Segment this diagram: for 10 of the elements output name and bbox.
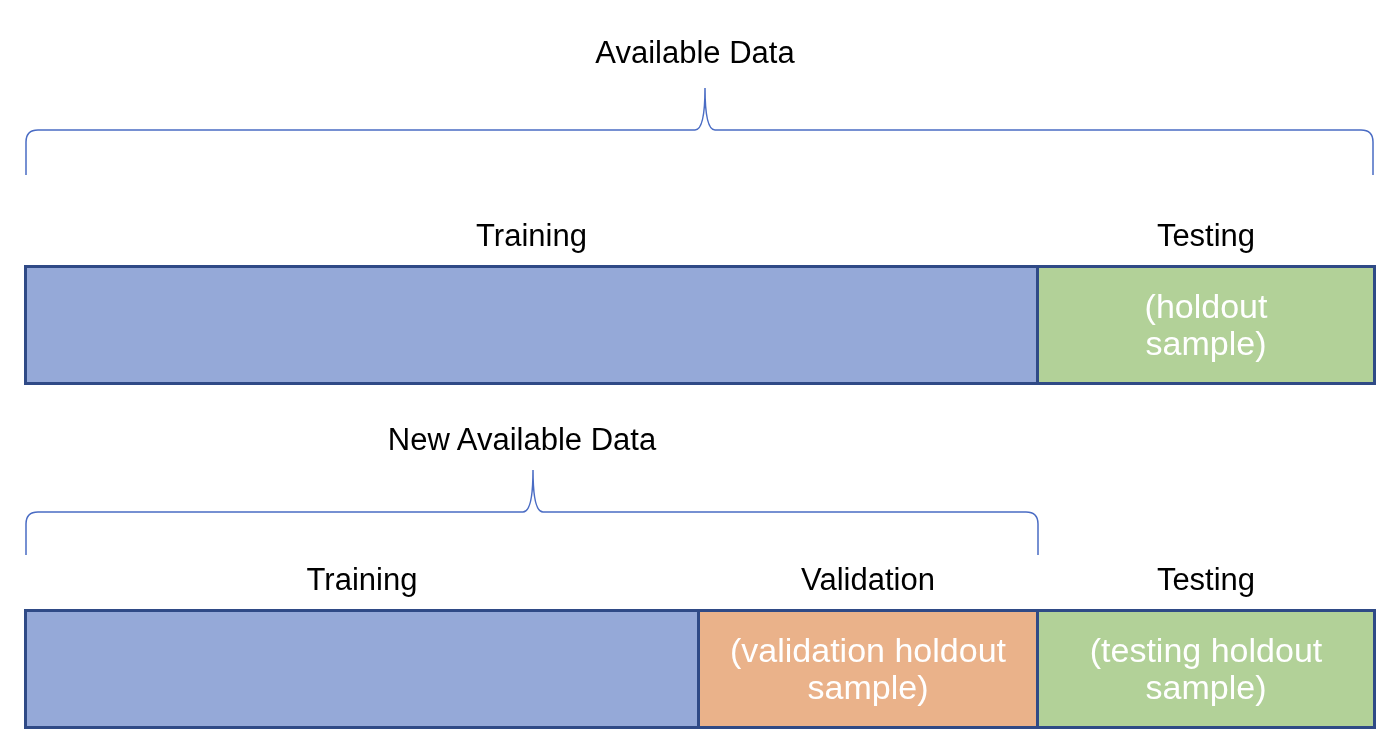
brace-label: Available Data bbox=[595, 35, 795, 71]
bar-label: (validation holdout sample) bbox=[729, 631, 1007, 707]
section-heading: Testing bbox=[1156, 561, 1256, 599]
section-heading: Training bbox=[476, 217, 587, 255]
bar-label: (holdout sample) bbox=[1143, 287, 1269, 363]
section-heading: Testing bbox=[1156, 217, 1256, 255]
brace-label: New Available Data bbox=[387, 422, 657, 458]
section-heading: Validation bbox=[801, 561, 935, 599]
section-heading: Training bbox=[306, 561, 418, 599]
bar-label: (testing holdout sample) bbox=[1088, 631, 1324, 707]
